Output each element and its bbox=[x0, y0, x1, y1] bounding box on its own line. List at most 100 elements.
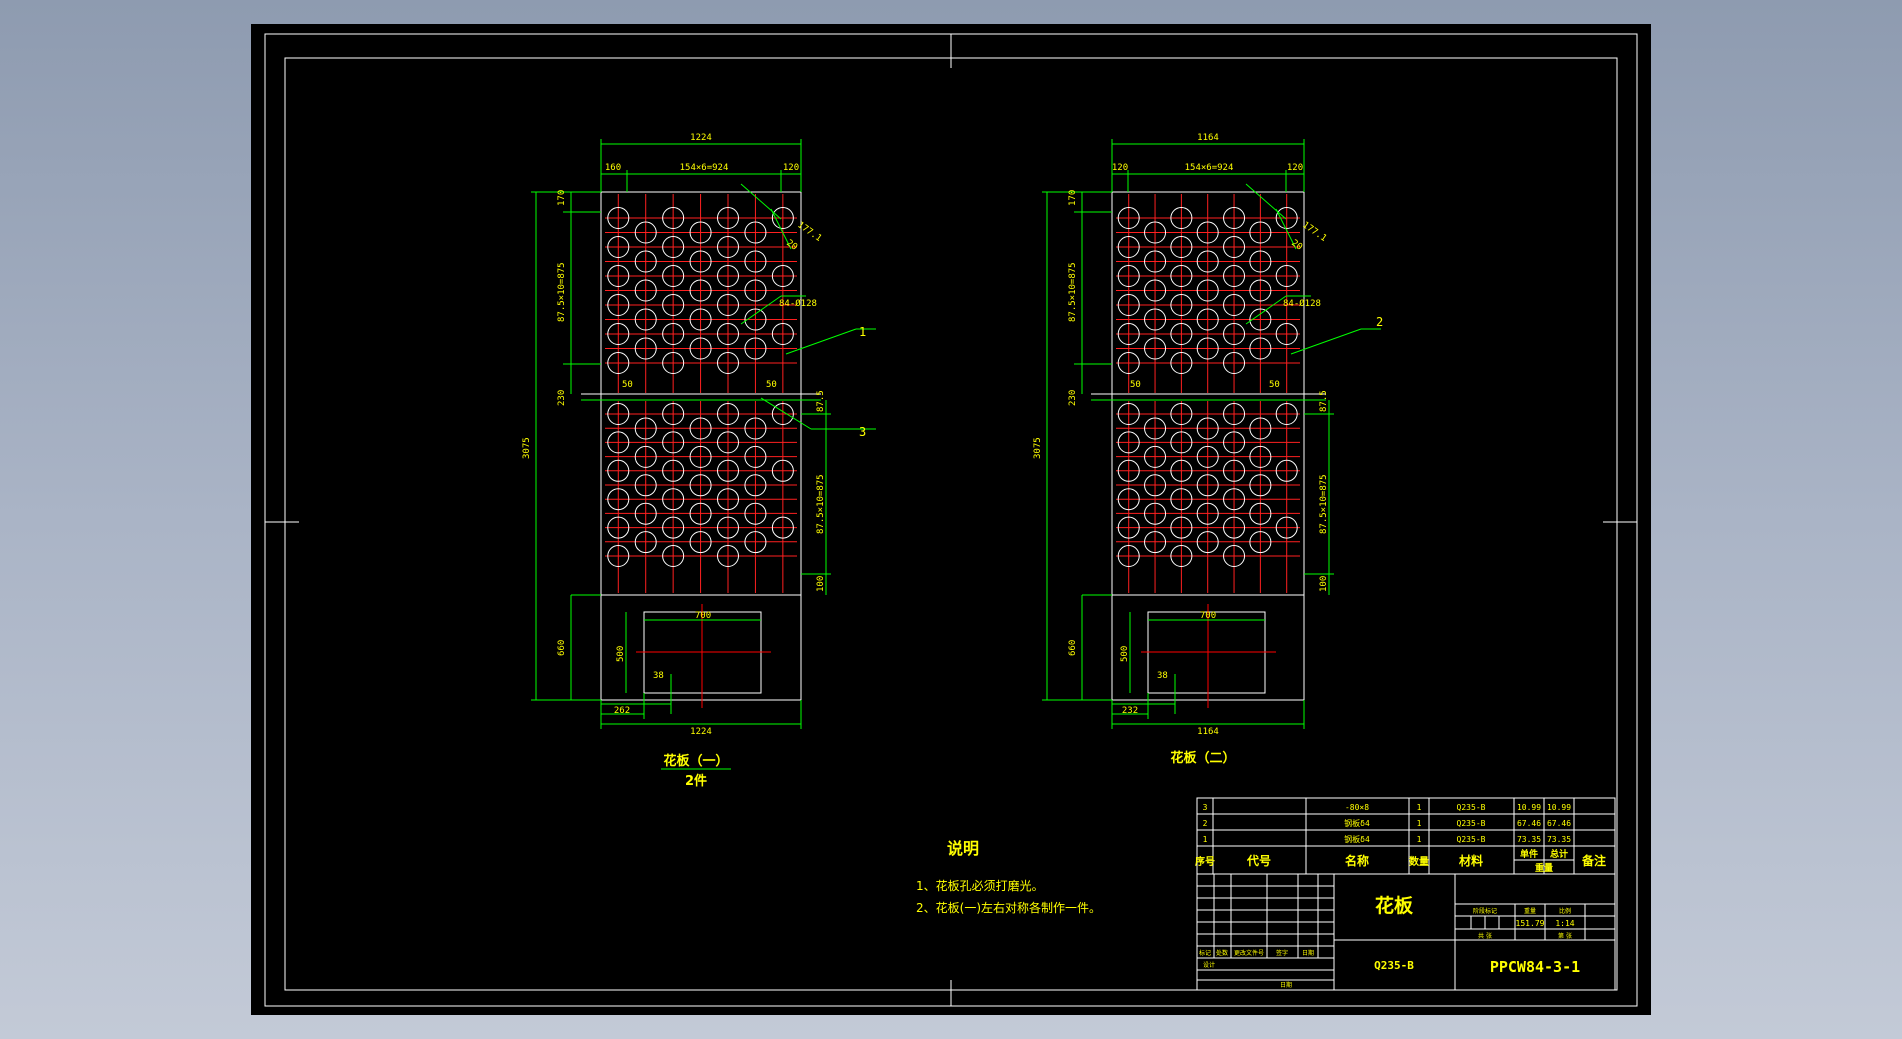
dim-hole-pitch: 154×6=924 bbox=[680, 163, 729, 173]
header-total: 总计 bbox=[1550, 848, 1568, 860]
rev-mark-label: 标记 bbox=[1199, 949, 1211, 957]
hole bbox=[1117, 488, 1140, 511]
hole bbox=[771, 403, 794, 425]
hole bbox=[607, 294, 630, 316]
hole bbox=[1275, 459, 1298, 482]
header-code: 代号 bbox=[1246, 853, 1271, 868]
plate-2: 1164 120 154×6=924 120 170 87.5×10=875 2… bbox=[1033, 133, 1383, 766]
hole bbox=[717, 459, 739, 482]
hole bbox=[607, 236, 630, 258]
hole bbox=[689, 337, 712, 360]
hole bbox=[689, 308, 712, 331]
hole bbox=[1223, 545, 1246, 567]
hole bbox=[1117, 265, 1140, 287]
hole bbox=[1170, 459, 1193, 482]
hole bbox=[1144, 308, 1167, 331]
hole bbox=[1223, 236, 1246, 258]
hole bbox=[717, 265, 739, 287]
parts-cell-qty: 1 bbox=[1417, 803, 1422, 812]
hole bbox=[1170, 207, 1193, 229]
weight-label: 重量 bbox=[1524, 907, 1536, 915]
hole bbox=[634, 337, 657, 360]
hole bbox=[1144, 445, 1167, 468]
title-block: 标记 处数 更改文件号 签字 日期 设计 日期 阶段标记 重量 比例 共 张 第… bbox=[1196, 873, 1616, 991]
rev-sign-label: 签字 bbox=[1276, 949, 1288, 957]
hole bbox=[1170, 403, 1193, 425]
dim-notch-left: 50 bbox=[1130, 380, 1141, 390]
hole bbox=[1223, 431, 1246, 454]
hole bbox=[634, 250, 657, 273]
plate-1-outline bbox=[581, 191, 821, 701]
hole bbox=[634, 417, 657, 440]
cad-drawing[interactable]: 1224 160 154×6=924 120 170 87.5×10=875 2… bbox=[251, 24, 1651, 1015]
hole bbox=[1170, 352, 1193, 374]
dim-notch-left: 50 bbox=[622, 380, 633, 390]
hole bbox=[689, 221, 712, 244]
hole bbox=[1170, 323, 1193, 345]
hole bbox=[689, 445, 712, 468]
rev-date-label: 日期 bbox=[1302, 949, 1314, 957]
hole bbox=[1144, 337, 1167, 360]
hole bbox=[1117, 294, 1140, 316]
hole bbox=[1196, 502, 1219, 525]
callout-3: 3 bbox=[859, 425, 866, 439]
stage-label: 阶段标记 bbox=[1473, 907, 1497, 915]
hole bbox=[607, 265, 630, 287]
hole bbox=[662, 516, 685, 539]
hole bbox=[1275, 265, 1298, 287]
hole-grid-plate-2 bbox=[1116, 194, 1300, 593]
hole bbox=[744, 502, 767, 525]
note-line-1: 1、花板孔必须打磨光。 bbox=[916, 878, 1044, 893]
scale-label: 比例 bbox=[1559, 907, 1571, 915]
hole bbox=[1249, 417, 1272, 440]
hole bbox=[1117, 352, 1140, 374]
hole bbox=[717, 352, 739, 374]
hole bbox=[1249, 337, 1272, 360]
dim-rect-width: 700 bbox=[695, 611, 711, 621]
cad-viewport[interactable]: 1224 160 154×6=924 120 170 87.5×10=875 2… bbox=[251, 24, 1651, 1015]
hole bbox=[744, 250, 767, 273]
hole bbox=[689, 502, 712, 525]
dim-notch-right: 50 bbox=[1269, 380, 1280, 390]
dim-rect-height: 500 bbox=[616, 646, 626, 662]
hole bbox=[717, 545, 739, 567]
hole bbox=[744, 337, 767, 360]
hole bbox=[607, 545, 630, 567]
dim-bottom-width: 1224 bbox=[690, 727, 712, 737]
dim-hole-pitch: 154×6=924 bbox=[1185, 163, 1234, 173]
hole bbox=[1196, 337, 1219, 360]
header-unit: 单件 bbox=[1520, 848, 1538, 860]
hole bbox=[744, 531, 767, 554]
parts-cell-total: 73.35 bbox=[1547, 835, 1571, 844]
hole bbox=[717, 294, 739, 316]
hole bbox=[1249, 502, 1272, 525]
hole bbox=[634, 308, 657, 331]
hole bbox=[607, 352, 630, 374]
hole bbox=[1223, 207, 1246, 229]
dim-top-width: 1224 bbox=[690, 133, 712, 143]
plate-1-dimensions bbox=[531, 139, 876, 770]
header-no: 序号 bbox=[1195, 855, 1215, 868]
hole bbox=[1223, 265, 1246, 287]
hole bbox=[634, 502, 657, 525]
hole bbox=[1196, 474, 1219, 497]
parts-cell-unit: 67.46 bbox=[1517, 819, 1541, 828]
hole bbox=[1223, 488, 1246, 511]
rev-doc-label: 更改文件号 bbox=[1234, 949, 1264, 957]
hole bbox=[1275, 323, 1298, 345]
parts-cell-name: 钢板δ4 bbox=[1344, 818, 1370, 828]
hole bbox=[744, 445, 767, 468]
parts-cell-name: 钢板δ4 bbox=[1344, 834, 1370, 844]
hole bbox=[1117, 545, 1140, 567]
hole bbox=[662, 236, 685, 258]
hole bbox=[1170, 545, 1193, 567]
dim-notch-right: 50 bbox=[766, 380, 777, 390]
dim-rows-lower: 87.5×10=875 bbox=[816, 474, 826, 534]
plate-1-quantity: 2件 bbox=[685, 773, 707, 789]
plate-1-base-centerlines bbox=[636, 604, 771, 708]
notes-heading: 说明 bbox=[947, 839, 979, 858]
plate-1: 1224 160 154×6=924 120 170 87.5×10=875 2… bbox=[522, 133, 876, 789]
header-name: 名称 bbox=[1345, 853, 1369, 868]
hole bbox=[634, 279, 657, 302]
hole bbox=[1196, 250, 1219, 273]
